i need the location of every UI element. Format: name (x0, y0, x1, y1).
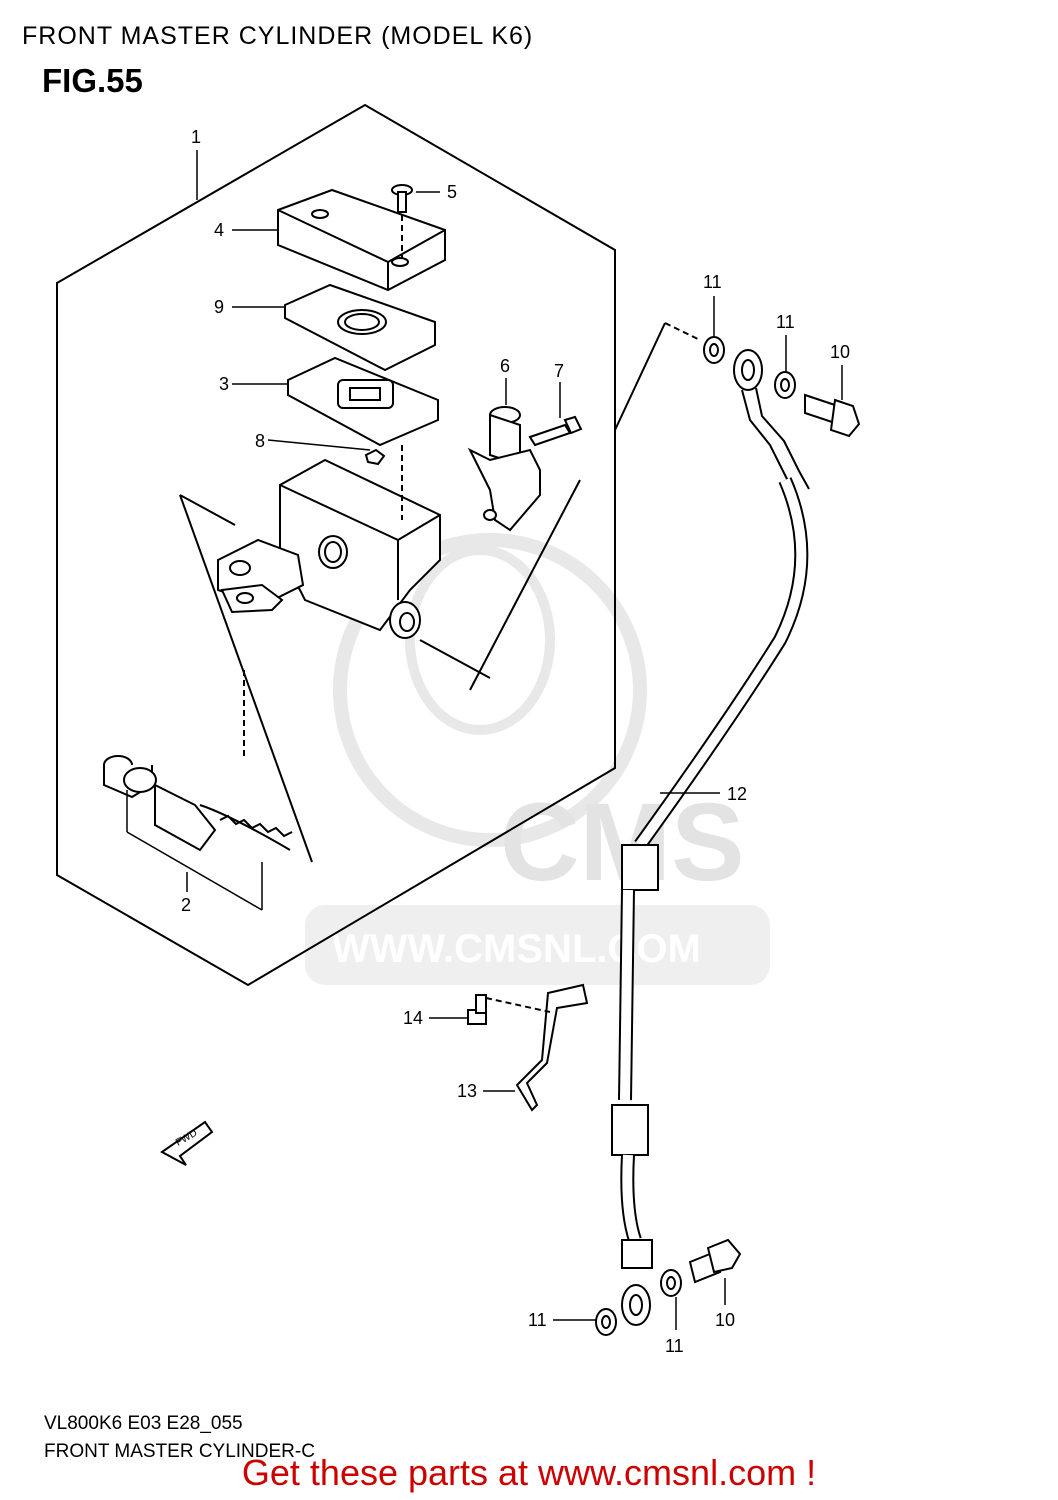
reservoir-cap (277, 188, 446, 292)
callout-7: 7 (554, 361, 564, 381)
union-bolt-bottom (688, 1238, 742, 1284)
master-cylinder-body (217, 458, 441, 639)
cap-screw (391, 184, 413, 258)
float-plug (364, 448, 386, 466)
figure-number: FIG.55 (42, 62, 143, 99)
diaphragm (287, 356, 439, 447)
callout-11-bottom-left: 11 (528, 1310, 547, 1330)
callout-12: 12 (727, 784, 747, 804)
page-title: FRONT MASTER CYLINDER (MODEL K6) (22, 22, 534, 50)
assembly-leader-lines (179, 445, 581, 863)
callout-leaders (126, 150, 843, 1330)
callout-6: 6 (500, 356, 510, 376)
callout-2: 2 (181, 895, 191, 915)
diagram-code: VL800K6 E03 E28_055 (44, 1413, 243, 1434)
union-bolt-top (804, 393, 861, 438)
callout-14: 14 (403, 1008, 423, 1028)
callout-10-top: 10 (830, 342, 850, 362)
clamp-bolt-14 (467, 994, 551, 1025)
callout-3: 3 (219, 374, 229, 394)
callout-numbers: 1 2 3 4 5 6 7 8 9 10 11 11 12 13 14 11 1… (181, 127, 850, 1356)
callout-11-top-left: 11 (703, 272, 722, 292)
callout-8: 8 (255, 431, 265, 451)
callout-5: 5 (447, 182, 457, 202)
watermark-url: WWW.CMSNL.COM (332, 927, 701, 971)
callout-11-top-right: 11 (776, 312, 795, 332)
holder-clamp (467, 406, 541, 532)
callout-11-bottom-right: 11 (665, 1336, 684, 1356)
callout-4: 4 (214, 220, 224, 240)
brake-hose (611, 349, 810, 1326)
callout-1: 1 (191, 127, 201, 147)
piston-kit (103, 755, 293, 852)
assembly-outline (56, 103, 616, 987)
clamp-bolt (528, 415, 583, 447)
callout-13: 13 (457, 1081, 477, 1101)
sealing-washers-bottom (595, 1269, 682, 1336)
sealing-washers-top (703, 336, 796, 399)
callout-10-bottom: 10 (715, 1310, 735, 1330)
callout-9: 9 (214, 297, 224, 317)
cms-watermark: CMS WWW.CMSNL.COM (305, 533, 770, 985)
hose-clamp (515, 983, 589, 1112)
fwd-arrow-icon: FWD (160, 1120, 214, 1166)
shop-link[interactable]: Get these parts at www.cmsnl.com ! (241, 1452, 817, 1493)
diagram-name: FRONT MASTER CYLINDER-C (44, 1441, 315, 1462)
hose-connector-line (614, 322, 666, 431)
diaphragm-plate (284, 283, 436, 372)
